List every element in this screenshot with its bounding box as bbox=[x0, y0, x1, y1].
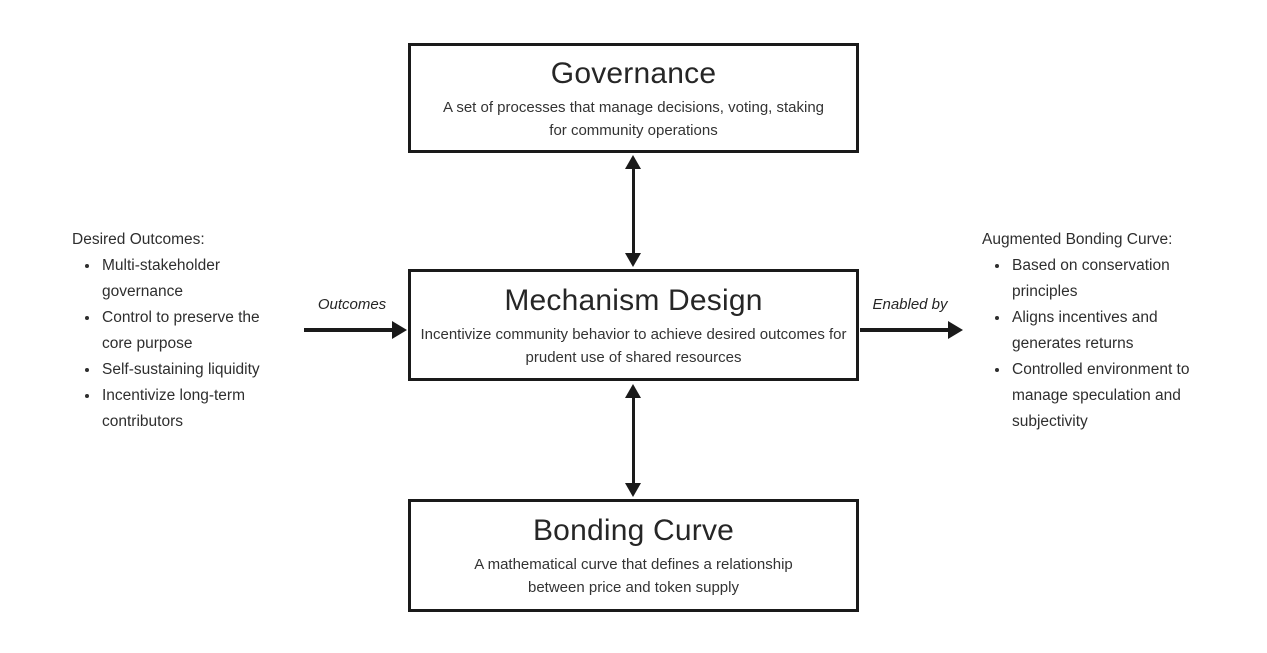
list-item: Incentivize long-term contributors bbox=[100, 383, 290, 435]
double-arrow-mechanism-bonding-icon bbox=[625, 384, 642, 497]
mechanism-design-box: Mechanism Design Incentivize community b… bbox=[408, 269, 859, 381]
enabled-by-arrow-icon bbox=[860, 321, 963, 339]
governance-title: Governance bbox=[550, 56, 717, 90]
desired-outcomes-panel: Desired Outcomes: Multi-stakeholder gove… bbox=[72, 227, 290, 435]
enabled-by-arrow-label: Enabled by bbox=[872, 296, 948, 313]
list-item: Based on conservation principles bbox=[1010, 253, 1202, 305]
arrowhead-down-icon bbox=[625, 483, 641, 497]
double-arrow-governance-mechanism-icon bbox=[625, 155, 642, 267]
governance-description: A set of processes that manage decisions… bbox=[442, 98, 825, 139]
arrowhead-up-icon bbox=[625, 155, 641, 169]
arrowhead-right-icon bbox=[948, 321, 963, 339]
augmented-bonding-curve-heading: Augmented Bonding Curve: bbox=[982, 231, 1173, 248]
outcomes-arrow-label: Outcomes bbox=[317, 296, 387, 313]
mechanism-design-title: Mechanism Design bbox=[504, 283, 763, 317]
list-item: Control to preserve the core purpose bbox=[100, 305, 290, 357]
arrow-shaft bbox=[860, 328, 950, 332]
arrowhead-up-icon bbox=[625, 384, 641, 398]
outcomes-arrow-icon bbox=[304, 321, 407, 339]
arrowhead-right-icon bbox=[392, 321, 407, 339]
arrowhead-down-icon bbox=[625, 253, 641, 267]
arrow-shaft bbox=[304, 328, 394, 332]
augmented-bonding-curve-panel: Augmented Bonding Curve: Based on conser… bbox=[982, 227, 1202, 435]
bonding-curve-title: Bonding Curve bbox=[532, 514, 735, 547]
desired-outcomes-list: Multi-stakeholder governance Control to … bbox=[72, 253, 290, 435]
list-item: Aligns incentives and generates returns bbox=[1010, 305, 1202, 357]
augmented-bonding-curve-list: Based on conservation principles Aligns … bbox=[982, 253, 1202, 435]
list-item: Controlled environment to manage specula… bbox=[1010, 357, 1202, 435]
list-item: Self-sustaining liquidity bbox=[100, 357, 290, 383]
bonding-curve-box: Bonding Curve A mathematical curve that … bbox=[408, 499, 859, 612]
arrow-shaft bbox=[632, 394, 635, 487]
arrow-shaft bbox=[632, 165, 635, 257]
governance-box: Governance A set of processes that manag… bbox=[408, 43, 859, 153]
desired-outcomes-heading: Desired Outcomes: bbox=[72, 231, 205, 248]
bonding-curve-description: A mathematical curve that defines a rela… bbox=[474, 556, 793, 596]
list-item: Multi-stakeholder governance bbox=[100, 253, 290, 305]
mechanism-design-description: Incentivize community behavior to achiev… bbox=[420, 325, 847, 366]
